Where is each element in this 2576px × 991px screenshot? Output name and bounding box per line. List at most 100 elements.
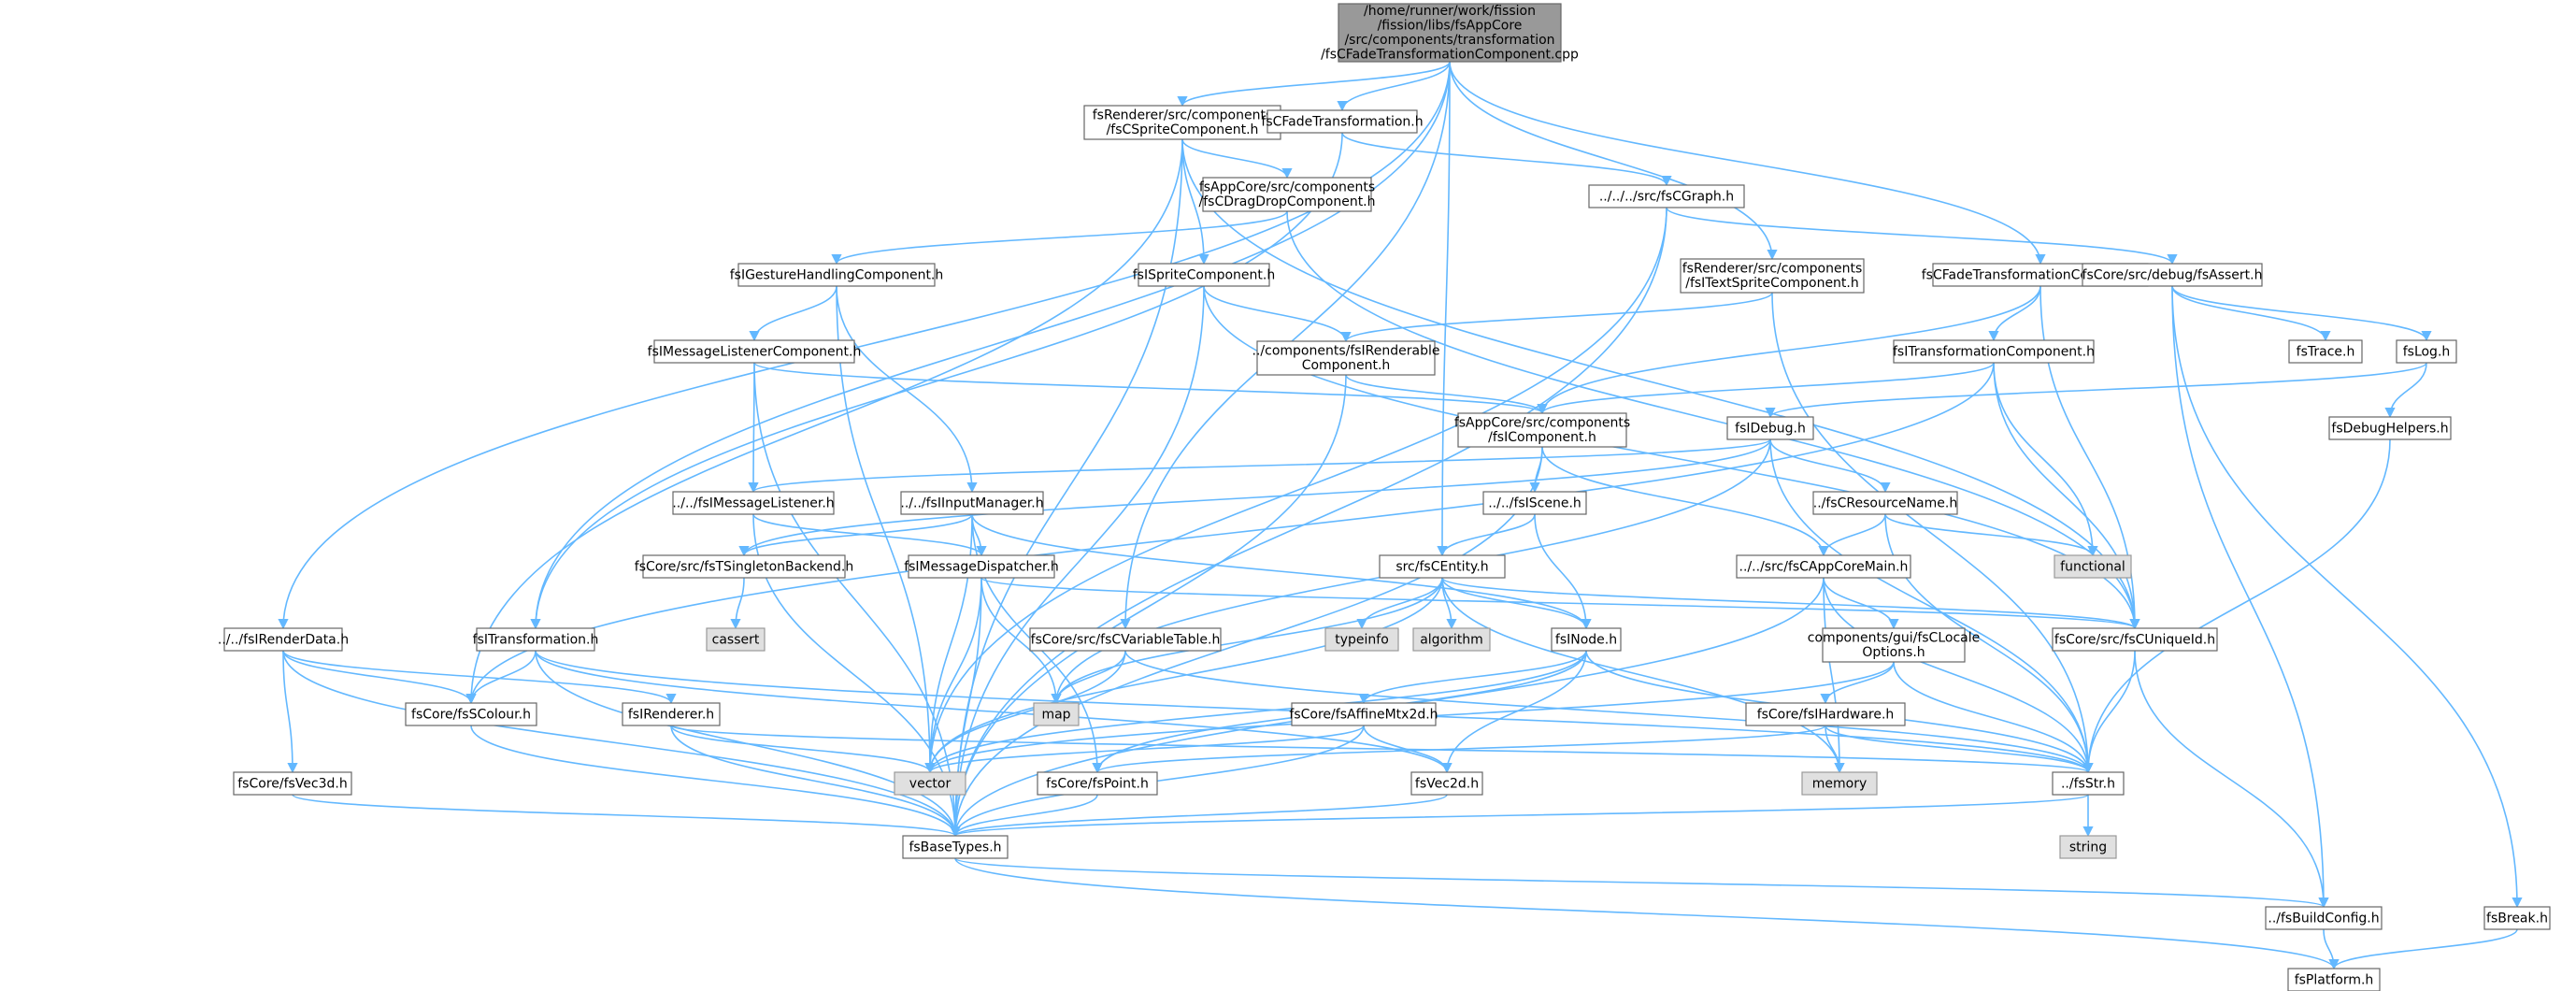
node-box-str (2052, 771, 2125, 796)
node-appcoremain[interactable]: ../../src/fsCAppCoreMain.h (1736, 554, 1911, 579)
node-label-fadetrans-0: fsCFadeTransformation.h (1261, 114, 1423, 129)
node-itransformation[interactable]: fsITransformation.h (473, 627, 599, 652)
edge-renderable-to-icomponent (1345, 374, 1548, 415)
node-label-idebug-0: fsIDebug.h (1735, 421, 1806, 436)
node-irenderer[interactable]: fsIRenderer.h (622, 702, 721, 726)
edge-msglistcomp-to-basetypes (753, 362, 961, 838)
node-gesture[interactable]: fsIGestureHandlingComponent.h (730, 263, 944, 287)
node-label-memory-0: memory (1812, 776, 1868, 791)
node-box-singleton (642, 554, 846, 579)
edge-assert-to-break (2171, 285, 2523, 909)
edge-point-to-basetypes (950, 794, 1098, 838)
node-uniqueid[interactable]: fsCore/src/fsCUniqueId.h (2052, 627, 2218, 652)
node-box-dragdrop (1202, 177, 1372, 212)
node-label-msglistener-0: ../../fsIMessageListener.h (672, 496, 834, 510)
node-label-irenderer-0: fsIRenderer.h (628, 707, 714, 722)
node-break[interactable]: fsBreak.h (2483, 906, 2551, 930)
node-assert[interactable]: fsCore/src/debug/fsAssert.h (2082, 263, 2263, 287)
node-box-iscene (1482, 491, 1587, 515)
edge-locale-to-str (1893, 661, 2094, 774)
node-label-colour-0: fsCore/fsSColour.h (411, 707, 531, 722)
node-label-vec2d-0: fsVec2d.h (1415, 776, 1479, 791)
edge-resname-to-appcoremain (1818, 513, 1886, 557)
node-log[interactable]: fsLog.h (2396, 339, 2457, 364)
node-box-ispritecomp (1138, 263, 1270, 287)
edge-textsprite-to-renderable (1340, 292, 1773, 343)
edge-centity-to-inode (1441, 577, 1592, 630)
node-platform[interactable]: fsPlatform.h (2287, 968, 2381, 991)
node-label-vartable-0: fsCore/src/fsCVariableTable.h (1031, 632, 1221, 647)
node-buildconfig[interactable]: ../fsBuildConfig.h (2265, 906, 2383, 930)
edge-affine-to-basetypes (950, 725, 1365, 838)
node-box-break (2483, 906, 2551, 930)
node-icomponent[interactable]: fsAppCore/src/components/fsIComponent.h (1454, 412, 1630, 448)
node-resname[interactable]: ../fsCResourceName.h (1812, 491, 1958, 515)
node-str[interactable]: ../fsStr.h (2052, 771, 2125, 796)
node-iscene[interactable]: ../../fsIScene.h (1482, 491, 1587, 515)
edge-spritecomp-to-uniqueid (1181, 138, 2140, 630)
node-label-itranscomp-0: fsITransformationComponent.h (1893, 344, 2095, 359)
node-msglistcomp[interactable]: fsIMessageListenerComponent.h (648, 339, 862, 364)
node-hardware[interactable]: fsCore/fsIHardware.h (1745, 702, 1906, 726)
node-label-renderable-0: ../components/fsIRenderable (1252, 344, 1440, 359)
edge-locale-to-hardware (1820, 661, 1895, 705)
node-inode[interactable]: fsINode.h (1551, 627, 1622, 652)
edge-centity-to-typeinfo (1356, 577, 1443, 630)
node-label-dragdrop-1: /fsCDragDropComponent.h (1199, 194, 1376, 209)
node-idebug[interactable]: fsIDebug.h (1726, 416, 1814, 440)
node-box-itransformation (476, 627, 595, 652)
node-label-spritecomp-1: /fsCSpriteComponent.h (1107, 122, 1259, 137)
edge-root-to-spritecomp (1177, 61, 1451, 108)
node-label-affine-0: fsCore/fsAffineMtx2d.h (1289, 707, 1438, 722)
node-fadetrans[interactable]: fsCFadeTransformation.h (1261, 109, 1424, 134)
edge-msglistcomp-to-icomponent (753, 362, 1548, 415)
node-memory: memory (1801, 771, 1878, 796)
edge-vartable-to-str (1124, 650, 2094, 774)
node-box-spritecomp (1083, 105, 1281, 140)
node-typeinfo: typeinfo (1324, 627, 1399, 652)
node-textsprite[interactable]: fsRenderer/src/components/fsITextSpriteC… (1680, 258, 1865, 294)
node-renderdata[interactable]: ../../fsIRenderData.h (218, 627, 349, 652)
node-itranscomp[interactable]: fsITransformationComponent.h (1893, 339, 2095, 364)
node-affine[interactable]: fsCore/fsAffineMtx2d.h (1289, 702, 1438, 726)
node-root[interactable]: /home/runner/work/fission/fission/libs/f… (1321, 3, 1579, 63)
node-colour[interactable]: fsCore/fsSColour.h (405, 702, 537, 726)
node-trace[interactable]: fsTrace.h (2288, 339, 2363, 364)
edge-cgraph-to-assert (1666, 207, 2178, 266)
node-box-appcoremain (1736, 554, 1911, 579)
node-vec2d[interactable]: fsVec2d.h (1410, 771, 1483, 796)
node-label-spritecomp-0: fsRenderer/src/components (1093, 108, 1273, 123)
edge-root-to-fadetrans (1337, 61, 1451, 112)
node-debughelpers[interactable]: fsDebugHelpers.h (2328, 416, 2452, 440)
node-vec3d[interactable]: fsCore/fsVec3d.h (233, 771, 352, 796)
node-box-msgdisp (908, 554, 1055, 579)
node-box-functional (2054, 554, 2132, 579)
node-box-hardware (1745, 702, 1906, 726)
edge-inputmgr-to-singleton (738, 513, 973, 557)
node-box-platform (2287, 968, 2381, 991)
node-ispritecomp[interactable]: fsISpriteComponent.h (1133, 263, 1275, 287)
node-singleton[interactable]: fsCore/src/fsTSingletonBackend.h (635, 554, 853, 579)
edge-fadetrans-to-cgraph (1341, 132, 1672, 187)
node-spritecomp[interactable]: fsRenderer/src/components/fsCSpriteCompo… (1083, 105, 1281, 140)
edge-renderable-to-basetypes (950, 374, 1347, 838)
node-label-textsprite-1: /fsITextSpriteComponent.h (1685, 276, 1859, 291)
node-label-debughelpers-0: fsDebugHelpers.h (2331, 421, 2448, 436)
node-centity[interactable]: src/fsCEntity.h (1379, 554, 1506, 579)
node-basetypes[interactable]: fsBaseTypes.h (902, 835, 1009, 859)
node-dragdrop[interactable]: fsAppCore/src/components/fsCDragDropComp… (1199, 177, 1376, 212)
node-msglistener[interactable]: ../../fsIMessageListener.h (672, 491, 835, 515)
node-vartable[interactable]: fsCore/src/fsCVariableTable.h (1029, 627, 1222, 652)
node-point[interactable]: fsCore/fsPoint.h (1037, 771, 1158, 796)
edge-msglistener-to-msgdisp (752, 513, 987, 557)
node-box-cassert (706, 627, 766, 652)
node-box-map (1033, 702, 1080, 726)
node-inputmgr[interactable]: ../../fsIInputManager.h (900, 491, 1044, 515)
node-label-uniqueid-0: fsCore/src/fsCUniqueId.h (2054, 632, 2215, 647)
node-cgraph[interactable]: ../../../src/fsCGraph.h (1588, 184, 1745, 208)
node-label-inode-0: fsINode.h (1555, 632, 1617, 647)
node-msgdisp[interactable]: fsIMessageDispatcher.h (904, 554, 1059, 579)
node-box-assert (2082, 263, 2263, 287)
